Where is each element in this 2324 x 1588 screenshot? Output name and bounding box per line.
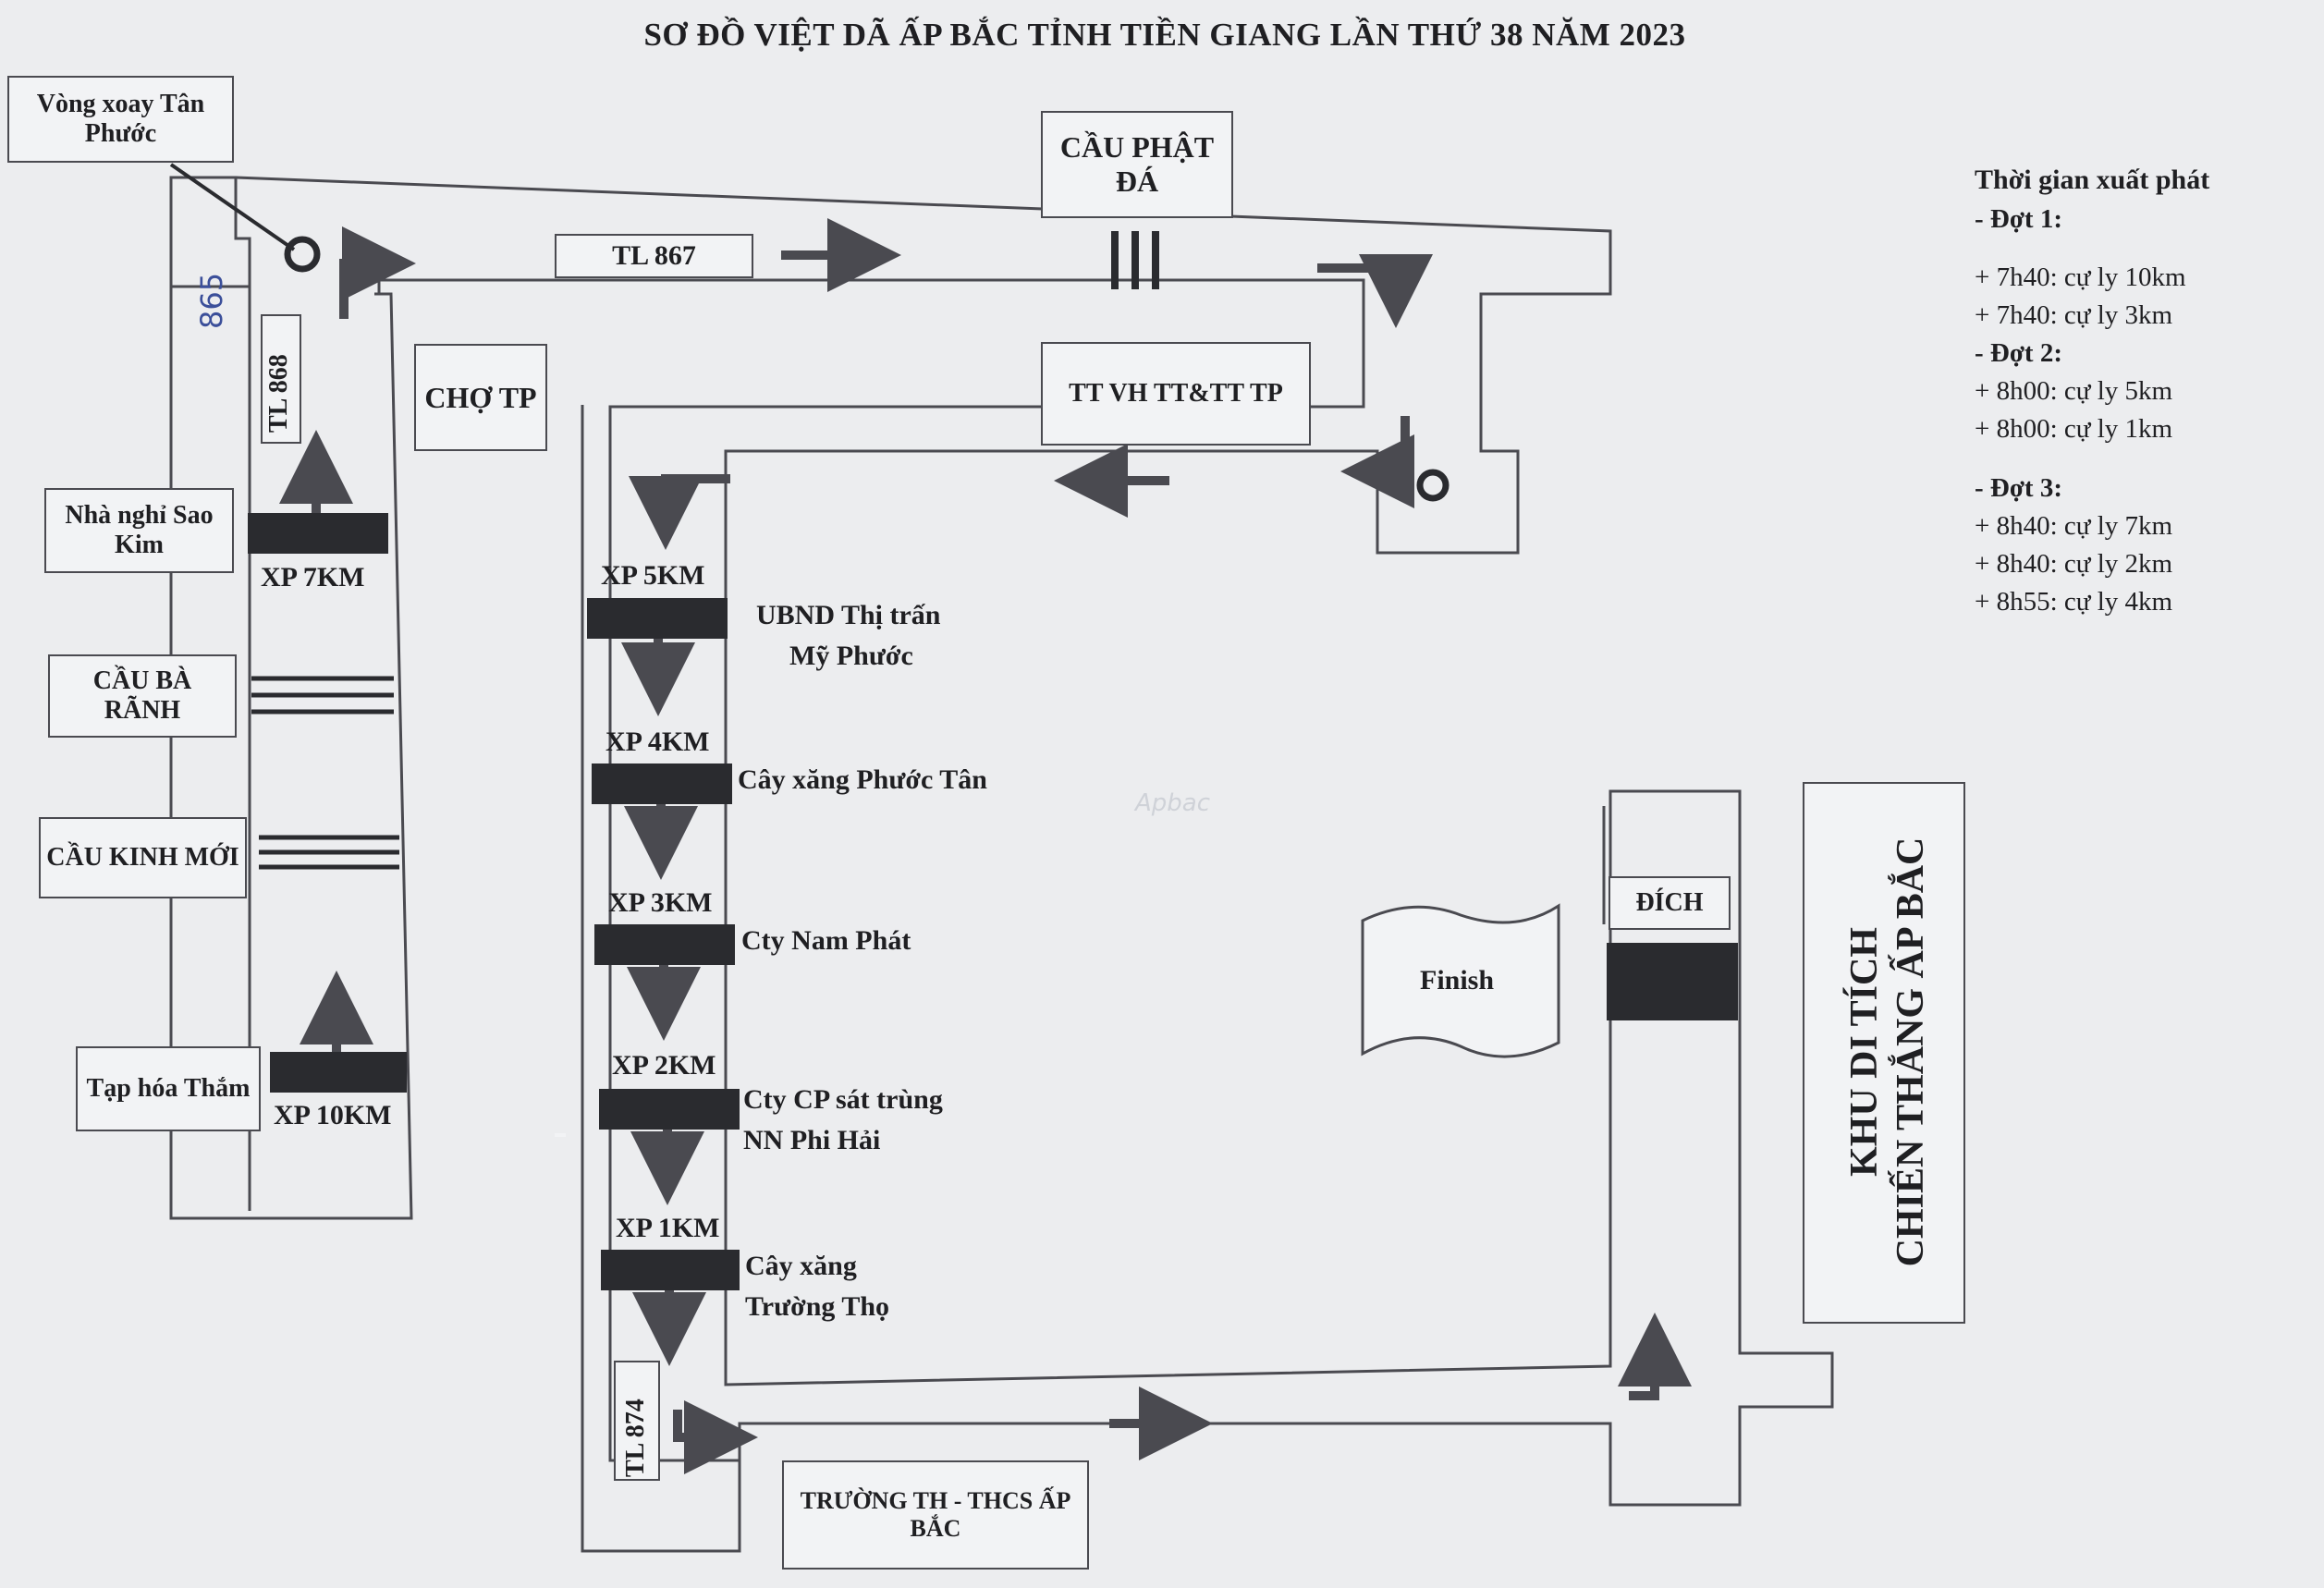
start-bar-1km (601, 1250, 740, 1290)
start-label-1km: XP 1KM (616, 1213, 720, 1243)
start-label-5km: XP 5KM (601, 560, 705, 591)
landmark-cau-ba-ranh: CẦU BÀ RÃNH (48, 654, 237, 738)
watermark-logo: Apbac (1135, 789, 1211, 817)
place-cty-cp-line1: Cty CP sát trùng (743, 1084, 943, 1115)
road-tl874-left (581, 405, 741, 1553)
schedule-item: + 7h40: cự ly 3km (1975, 299, 2173, 330)
place-cay-xang-phuoc-tan: Cây xăng Phước Tân (738, 764, 987, 795)
page-title: SƠ ĐỒ VIỆT DÃ ẤP BẮC TỈNH TIỀN GIANG LẦN… (643, 17, 1686, 53)
start-bar-7km (248, 513, 388, 554)
roundabout-tan-phuoc (284, 236, 321, 273)
place-ubnd-line2: Mỹ Phước (789, 640, 913, 671)
road-label-tl868: TL 868 (264, 354, 293, 433)
start-schedule: Thời gian xuất phát - Đợt 1: + 7h40: cự … (1975, 161, 2209, 621)
start-label-3km: XP 3KM (608, 887, 713, 918)
start-label-10km: XP 10KM (274, 1100, 392, 1130)
spacer (555, 1133, 566, 1137)
start-label-2km: XP 2KM (612, 1050, 716, 1081)
start-label-4km: XP 4KM (605, 727, 710, 757)
schedule-wave-1: - Đợt 1: (1975, 203, 2062, 234)
place-cty-cp: Cty CP sát trùng NN Phi Hải (743, 1080, 943, 1160)
road-label-tl874-box (614, 1361, 660, 1481)
road-label-tl867: TL 867 (555, 234, 753, 278)
road-tl868-left (169, 238, 251, 1211)
arrow-up-finish (1618, 1313, 1692, 1400)
road-label-tl868-box (261, 314, 301, 444)
place-cay-xang-truong-tho-line2: Trường Thọ (745, 1290, 890, 1322)
schedule-wave-2: - Đợt 2: (1975, 338, 2062, 369)
landmark-tt-vh: TT VH TT&TT TP (1041, 342, 1311, 446)
schedule-heading: Thời gian xuất phát (1975, 165, 2210, 195)
arrow-turn-roundabout (339, 226, 416, 319)
schedule-item: + 8h00: cự ly 1km (1975, 414, 2173, 445)
arrow-down-east (1340, 416, 1414, 508)
place-cay-xang-truong-tho: Cây xăng Trường Thọ (745, 1246, 889, 1326)
finish-label-dich: ĐÍCH (1608, 876, 1731, 930)
landmark-cau-phat-da: CẦU PHẬT ĐÁ (1041, 111, 1233, 218)
arrow-turn-left-mid (629, 474, 730, 550)
place-cty-cp-line2: NN Phi Hải (743, 1124, 881, 1155)
road-label-tl874: TL 874 (621, 1399, 650, 1477)
handwritten-note: 865 (194, 272, 229, 329)
place-cay-xang-truong-tho-line1: Cây xăng (745, 1251, 857, 1281)
schedule-item: + 8h40: cự ly 7km (1975, 510, 2173, 541)
arrow-turn-bottom (673, 1400, 758, 1474)
finish-bar (1607, 943, 1738, 1020)
schedule-item: + 8h00: cự ly 5km (1975, 376, 2173, 407)
khu-di-tich-line1: KHU DI TÍCH (1843, 927, 1886, 1177)
khu-di-tich-text: KHU DI TÍCH CHIẾN THẮNG ẤP BẮC (1841, 802, 1935, 1301)
landmark-truong: TRƯỜNG TH - THCS ẤP BẮC (782, 1460, 1089, 1570)
arrow-turn-east (1317, 254, 1433, 328)
start-bar-5km (587, 598, 728, 639)
finish-banner-text: Finish (1420, 965, 1495, 996)
place-ubnd-line1: UBND Thị trấn (756, 600, 941, 630)
start-bar-10km (270, 1052, 407, 1093)
start-bar-3km (594, 924, 735, 965)
landmark-tap-hoa: Tạp hóa Thắm (76, 1046, 261, 1131)
schedule-item: + 8h40: cự ly 2km (1975, 548, 2173, 579)
bridge-phat-da (1111, 231, 1159, 289)
place-cty-nam-phat: Cty Nam Phát (741, 925, 911, 956)
start-bar-4km (592, 763, 732, 804)
start-label-7km: XP 7KM (261, 562, 365, 592)
schedule-item: + 8h55: cự ly 4km (1975, 587, 2173, 617)
place-ubnd: UBND Thị trấn Mỹ Phước (756, 595, 940, 676)
landmark-vong-xoay: Vòng xoay Tân Phước (7, 76, 234, 163)
landmark-khu-di-tich: KHU DI TÍCH CHIẾN THẮNG ẤP BẮC (1803, 782, 1965, 1324)
khu-di-tich-line2: CHIẾN THẮNG ẤP BẮC (1890, 837, 1933, 1267)
landmark-nha-nghi: Nhà nghỉ Sao Kim (44, 488, 234, 573)
bridge-kinh-moi (259, 835, 399, 870)
start-bar-2km (599, 1089, 740, 1130)
schedule-item: + 7h40: cự ly 10km (1975, 262, 2186, 292)
landmark-cho-tp: CHỢ TP (414, 344, 547, 451)
landmark-cau-kinh-moi: CẦU KINH MỚI (39, 817, 247, 898)
bridge-ba-ranh (251, 676, 394, 715)
finish-banner (1361, 903, 1560, 1058)
pointer-line (169, 163, 296, 251)
roundabout-east (1416, 469, 1449, 502)
schedule-wave-3: - Đợt 3: (1975, 472, 2062, 503)
